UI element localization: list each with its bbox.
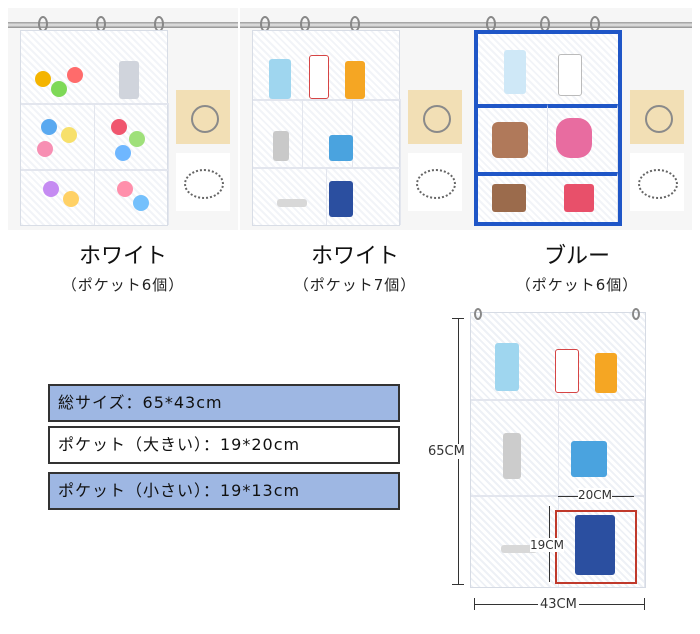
- product-subtitle: （ポケット6個）: [61, 276, 185, 294]
- product-title: ホワイト: [78, 244, 167, 269]
- product-image-white-7: [240, 8, 470, 230]
- product-title: ブルー: [543, 244, 610, 269]
- mesh-bag: [20, 30, 169, 226]
- product-image-white-6: [8, 8, 238, 230]
- product-title: ホワイト: [310, 244, 399, 269]
- height-label: 65CM: [428, 444, 465, 459]
- mesh-bag-blue: [474, 30, 622, 226]
- product-image-blue-6: [462, 8, 692, 230]
- hook-icon: [474, 308, 482, 320]
- size-pocket-large: ポケット（大きい）：19*20cm: [48, 426, 400, 464]
- mesh-bag: [252, 30, 401, 226]
- suction-cup-hook-image: [630, 90, 684, 144]
- shower-rings-image: [630, 153, 684, 211]
- width-label: 43CM: [538, 597, 579, 612]
- shower-rings-image: [408, 153, 462, 211]
- hook-icon: [632, 308, 640, 320]
- pocket-width-label: 20CM: [578, 488, 613, 502]
- product-subtitle: （ポケット7個）: [293, 276, 417, 294]
- curtain-rod: [8, 22, 238, 28]
- shower-rings-image: [176, 153, 230, 211]
- size-pocket-small: ポケット（小さい）：19*13cm: [48, 472, 400, 510]
- suction-cup-hook-image: [176, 90, 230, 144]
- pocket-height-label: 19CM: [530, 538, 565, 552]
- suction-cup-hook-image: [408, 90, 462, 144]
- size-total: 総サイズ：65*43cm: [48, 384, 400, 422]
- product-subtitle: （ポケット6個）: [515, 276, 639, 294]
- curtain-rod: [462, 22, 692, 28]
- small-pocket-highlight: [555, 510, 637, 584]
